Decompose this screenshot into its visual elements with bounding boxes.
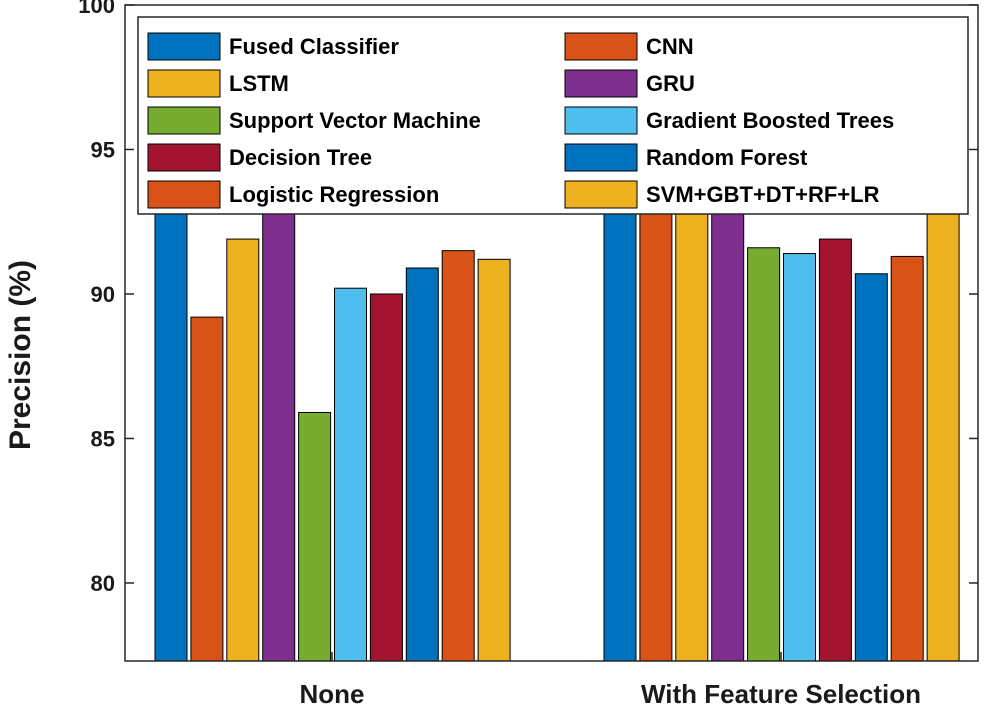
legend-swatch	[564, 180, 638, 209]
bar	[783, 253, 816, 662]
y-tick-label: 90	[91, 282, 115, 307]
legend-label: Gradient Boosted Trees	[646, 108, 894, 133]
y-tick-label: 100	[78, 0, 115, 18]
bar	[890, 255, 924, 662]
y-axis-ticks: 80 85 90 95 100	[78, 0, 978, 596]
legend-label: Random Forest	[646, 145, 808, 170]
legend-swatch	[564, 143, 638, 172]
legend-swatch	[147, 69, 221, 98]
bar	[226, 238, 260, 662]
y-tick-label: 80	[91, 571, 115, 596]
legend-label: GRU	[646, 71, 695, 96]
bar	[818, 238, 852, 662]
y-tick-label: 95	[91, 137, 115, 162]
legend-swatch	[564, 32, 638, 61]
bar	[298, 411, 332, 662]
legend-label: SVM+GBT+DT+RF+LR	[646, 182, 880, 207]
legend-swatch	[147, 180, 221, 209]
bar	[926, 212, 960, 662]
legend-swatch	[147, 143, 221, 172]
legend-box	[137, 16, 969, 215]
x-axis-categories: None With Feature Selection	[300, 652, 921, 709]
bar	[477, 258, 511, 662]
legend-swatch	[564, 106, 638, 135]
legend-label: Fused Classifier	[229, 34, 399, 59]
bar	[441, 250, 475, 662]
y-tick-label: 85	[91, 426, 115, 451]
x-category-label: None	[300, 679, 365, 709]
legend-swatch	[564, 69, 638, 98]
bar	[405, 267, 439, 662]
legend-label: Logistic Regression	[229, 182, 439, 207]
plot-area-frame	[124, 4, 979, 662]
legend-label: CNN	[646, 34, 694, 59]
legend-swatch	[147, 32, 221, 61]
legend: Fused Classifier CNN LSTM GRU Support Vector…	[137, 16, 969, 215]
bar	[369, 293, 403, 662]
bar	[190, 316, 224, 662]
bar	[747, 247, 781, 662]
legend-label: LSTM	[229, 71, 289, 96]
x-category-label: With Feature Selection	[641, 679, 921, 709]
bar	[334, 287, 367, 662]
legend-label: Decision Tree	[229, 145, 372, 170]
y-axis-title: Precision (%)	[4, 260, 37, 450]
legend-swatch	[147, 106, 221, 135]
legend-label: Support Vector Machine	[229, 108, 481, 133]
bar	[854, 273, 888, 662]
